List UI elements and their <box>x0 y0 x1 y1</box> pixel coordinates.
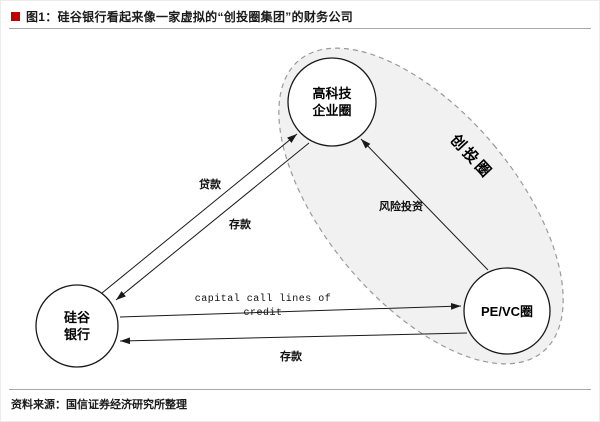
header-divider <box>9 28 591 29</box>
node-bank-label-line1: 硅谷 <box>64 310 91 325</box>
node-bank-circle <box>35 284 119 368</box>
edge-deposit-from-tech-arrow <box>115 142 310 301</box>
node-bank-label-line2: 银行 <box>64 327 90 342</box>
footer-divider <box>9 389 591 390</box>
node-pevc-circle <box>463 267 551 355</box>
source-note: 资料来源：国信证券经济研究所整理 <box>11 399 187 411</box>
red-square-bullet-icon <box>11 12 20 21</box>
edge-loan-arrow <box>101 133 298 294</box>
edge-deposit-from-pevc-arrow <box>119 332 468 345</box>
edge-capital-call-label-line2: credit <box>243 307 282 319</box>
edge-capital-call-arrow <box>119 302 462 318</box>
node-tech-label-line2: 企业圈 <box>311 103 351 118</box>
diagram-canvas: 创投圈 高科技 企业圈 硅谷 银行 PE/VC圈 贷款 存款 风险投资 capi… <box>35 47 564 368</box>
figure-header: 图1：硅谷银行看起来像一家虚拟的“创投圈集团”的财务公司 <box>11 8 591 25</box>
node-tech-circle <box>287 57 377 147</box>
edge-deposit-from-pevc-label: 存款 <box>280 349 303 363</box>
edge-deposit-from-tech-label: 存款 <box>229 217 252 231</box>
edge-capital-call-label-line1: capital call lines of <box>195 293 332 305</box>
edge-venture-investment-label: 风险投资 <box>379 199 423 213</box>
edge-loan-label: 贷款 <box>199 177 222 191</box>
edge-venture-investment-arrow <box>360 138 489 271</box>
node-pevc-label: PE/VC圈 <box>481 304 533 319</box>
figure-title: 图1：硅谷银行看起来像一家虚拟的“创投圈集团”的财务公司 <box>26 10 354 24</box>
node-tech-label-line1: 高科技 <box>312 86 352 101</box>
